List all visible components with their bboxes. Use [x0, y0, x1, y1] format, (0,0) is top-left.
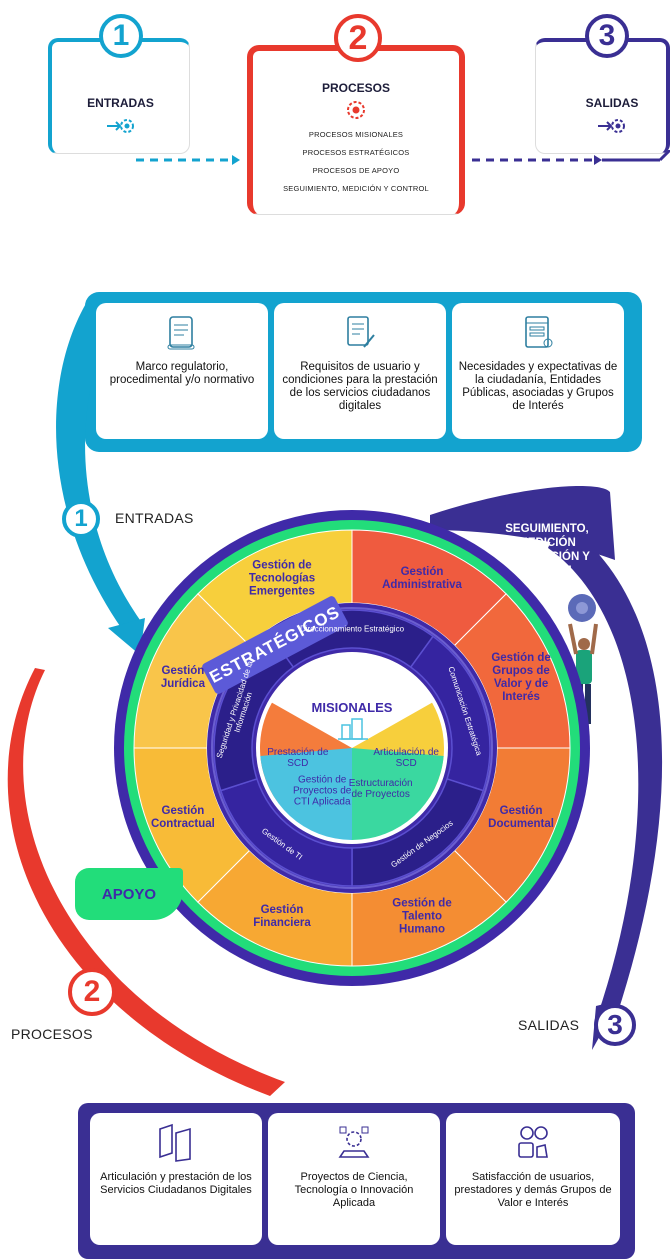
- entradas-arrowhead: [108, 618, 145, 655]
- apoyo-segment-label: Gestión Financiera: [253, 904, 311, 930]
- salidas-title: SALIDAS: [585, 96, 639, 110]
- apoyo-segment-label: Gestión Contractual: [150, 805, 215, 831]
- procesos-arrow: [7, 668, 285, 1096]
- innovation-icon: [268, 1123, 440, 1167]
- apoyo-label: APOYO: [101, 885, 157, 903]
- buildings-icon: [338, 718, 368, 740]
- procesos-arrow-label: PROCESOS: [11, 1026, 93, 1042]
- apoyo-tab: APOYO: [75, 868, 183, 920]
- procesos-item-estrategicos: PROCESOS ESTRATÉGICOS: [302, 148, 410, 157]
- salidas-arrow-number: 3: [607, 1009, 623, 1040]
- apoyo-segment-label: Gestión Jurídica: [160, 664, 205, 690]
- apoyo-segment-label: Gestión Administrativa: [382, 565, 462, 591]
- apoyo-segment-label: Gestión de Talento Humano: [392, 897, 452, 936]
- salidas-arrow-label: SALIDAS: [518, 1017, 580, 1033]
- step-1-number: 1: [112, 19, 130, 52]
- satisfaction-icon: [446, 1123, 620, 1167]
- input-card-necesidades: Necesidades y expectativas de la ciudada…: [452, 303, 624, 439]
- output-card-label: Articulación y prestación de los Servici…: [100, 1171, 252, 1196]
- entradas-arrow-badge: 1: [62, 500, 100, 538]
- input-card-regulatorio: Marco regulatorio, procedimental y/o nor…: [96, 303, 268, 439]
- apoyo-segment-label: Gestión Documental: [488, 805, 554, 831]
- apoyo-segment-label: Gestión de Grupos de Valor y de Interés: [491, 651, 551, 703]
- input-card-label: Requisitos de usuario y condiciones para…: [282, 361, 438, 412]
- estrategicos-segment-label: Direccionamiento Estratégico: [299, 624, 405, 634]
- output-card-articulacion: Articulación y prestación de los Servici…: [90, 1113, 262, 1245]
- process-gear-icon: [253, 99, 459, 126]
- flow-connectors: [136, 150, 670, 165]
- misionales-segment-label: Articulación de SCD: [373, 746, 439, 769]
- step-3-badge: 3: [585, 14, 629, 58]
- apoyo-segment-label: Gestión de Tecnologías Emergentes: [248, 559, 316, 598]
- input-card-label: Necesidades y expectativas de la ciudada…: [458, 361, 618, 412]
- procesos-title: PROCESOS: [321, 81, 390, 95]
- entradas-arrow-number: 1: [74, 505, 88, 532]
- gear-arrow-icon: [536, 116, 666, 141]
- output-card-label: Proyectos de Ciencia, Tecnología o Innov…: [294, 1171, 414, 1209]
- procesos-box: PROCESOS PROCESOS MISIONALES PROCESOS ES…: [247, 45, 465, 215]
- digital-services-icon: [90, 1123, 262, 1167]
- requirements-document-icon: [274, 313, 446, 357]
- misionales-title: MISIONALES: [311, 700, 393, 715]
- misionales-header: [269, 653, 435, 748]
- entradas-arrow: [56, 300, 140, 640]
- procesos-item-seguimiento: SEGUIMIENTO, MEDICIÓN Y CONTROL: [283, 184, 429, 193]
- step-2-badge: 2: [334, 14, 382, 62]
- entradas-arrow-label: ENTRADAS: [115, 510, 194, 526]
- procesos-item-misionales: PROCESOS MISIONALES: [308, 130, 404, 139]
- misionales-segment: [260, 748, 352, 840]
- step-2-number: 2: [348, 18, 368, 57]
- entradas-title: ENTRADAS: [87, 96, 154, 110]
- output-card-satisfaccion: Satisfacción de usuarios, prestadores y …: [446, 1113, 620, 1245]
- misionales-segment: [352, 748, 444, 840]
- salidas-arrow: [548, 520, 663, 1030]
- output-card-proyectos: Proyectos de Ciencia, Tecnología o Innov…: [268, 1113, 440, 1245]
- seguimiento-label: SEGUIMIENTO, MEDICIÓN EVALUACIÓN Y CONTR…: [504, 523, 590, 577]
- misionales-segment-label: Gestión de Proyectos de CTI Aplicada: [292, 774, 352, 808]
- input-card-label: Marco regulatorio, procedimental y/o nor…: [109, 361, 255, 386]
- procesos-arrow-number: 2: [83, 975, 101, 1008]
- output-card-label: Satisfacción de usuarios, prestadores y …: [454, 1171, 612, 1209]
- misionales-segment-label: Estructuración de Proyectos: [348, 777, 413, 800]
- needs-form-icon: [452, 313, 624, 357]
- salidas-arrow-badge: 3: [594, 1004, 636, 1046]
- gear-arrow-icon: [52, 116, 189, 141]
- misionales-segment-label: Prestación de SCD: [267, 746, 329, 769]
- seguimiento-wedge: [430, 485, 615, 560]
- step-3-number: 3: [598, 19, 616, 52]
- input-card-requisitos: Requisitos de usuario y condiciones para…: [274, 303, 446, 439]
- step-1-badge: 1: [99, 14, 143, 58]
- regulation-scroll-icon: [96, 313, 268, 357]
- process-wheel: [114, 510, 590, 986]
- procesos-arrow-badge: 2: [68, 968, 116, 1016]
- procesos-item-apoyo: PROCESOS DE APOYO: [312, 166, 400, 175]
